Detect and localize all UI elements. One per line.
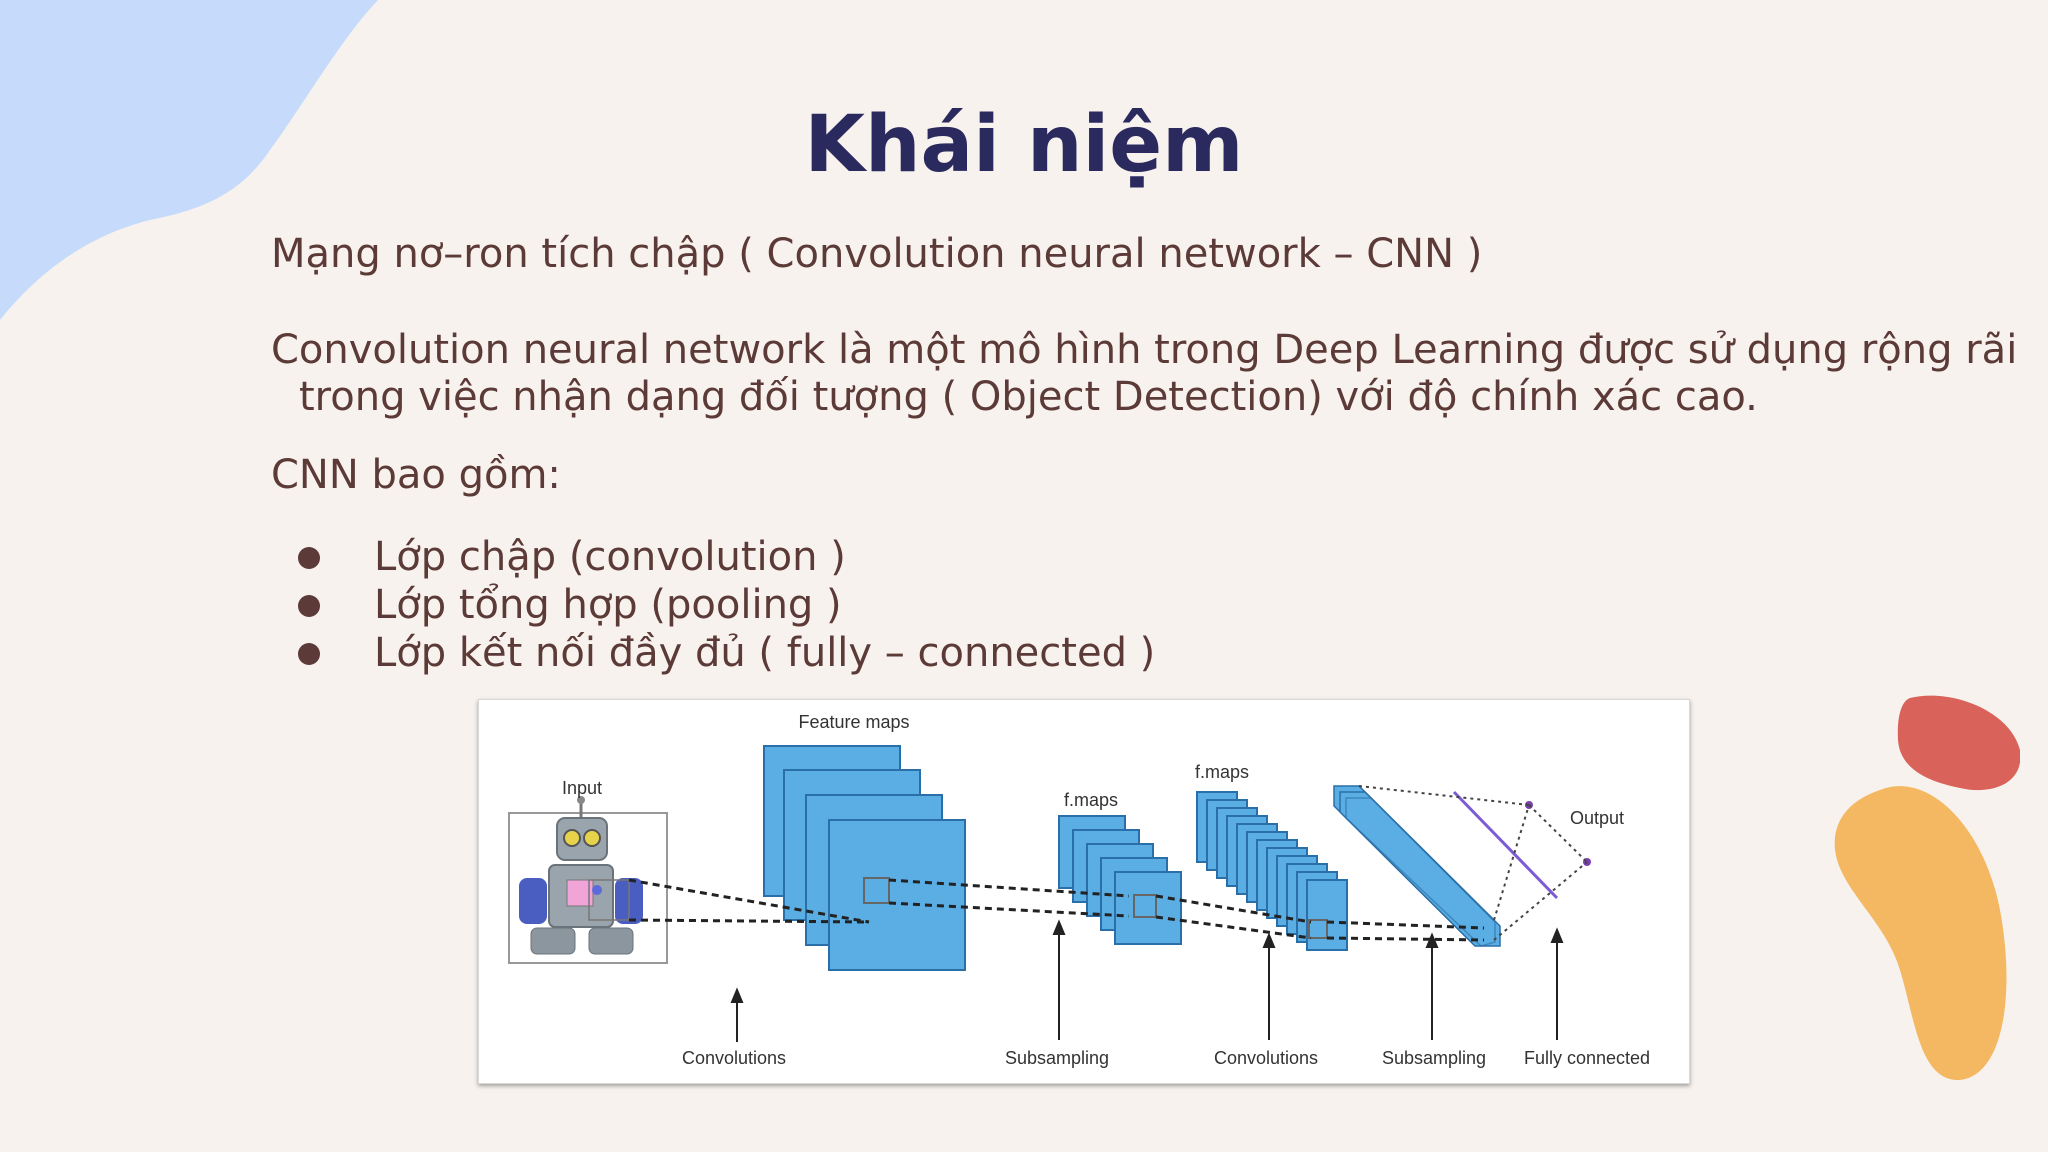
fmaps-label-2: f.maps [1195, 762, 1249, 782]
stage-label-fully-connected: Fully connected [1524, 1048, 1650, 1068]
description-line-2: trong việc nhận dạng đối tượng ( Object … [299, 374, 1758, 420]
bullet-dot [298, 547, 320, 569]
input-label: Input [562, 778, 602, 798]
bullet-dot [298, 595, 320, 617]
feature-maps-stack [763, 745, 966, 971]
slide-title: Khái niệm [804, 100, 1244, 190]
cnn-intro: CNN bao gồm: [271, 452, 561, 498]
fmaps-stack-1 [1058, 815, 1182, 945]
stage-label-convolutions-2: Convolutions [1214, 1048, 1318, 1068]
stage-label-convolutions-1: Convolutions [682, 1048, 786, 1068]
bullet-dot [298, 643, 320, 665]
decorative-blobs-right [1834, 695, 2020, 1081]
fmaps-stack-2 [1196, 791, 1348, 951]
robot-input-image [519, 796, 643, 955]
feature-maps-label: Feature maps [798, 712, 909, 732]
subsampled-maps-stack [1333, 785, 1501, 947]
bullet-item-fully-connected: Lớp kết nối đầy đủ ( fully – connected ) [374, 630, 1156, 676]
bullet-item-convolution: Lớp chập (convolution ) [374, 534, 846, 580]
description-line-1: Convolution neural network là một mô hìn… [271, 327, 2018, 373]
fmaps-label-1: f.maps [1064, 790, 1118, 810]
connection-lines [628, 878, 1485, 942]
stage-arrows [730, 919, 1564, 1042]
output-label: Output [1570, 808, 1624, 828]
stage-label-subsampling-2: Subsampling [1382, 1048, 1486, 1068]
stage-label-subsampling-1: Subsampling [1005, 1048, 1109, 1068]
cnn-diagram: Input Feature maps f.maps f.maps Output … [478, 699, 1690, 1084]
blue-corner-blob [0, 0, 378, 320]
bullet-item-pooling: Lớp tổng hợp (pooling ) [374, 582, 842, 628]
subtitle: Mạng nơ–ron tích chập ( Convolution neur… [271, 231, 1483, 277]
